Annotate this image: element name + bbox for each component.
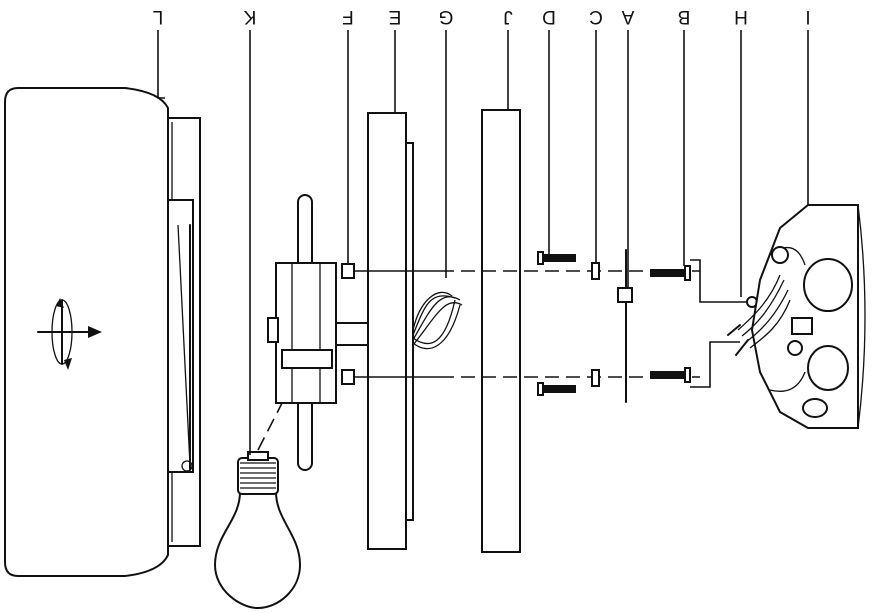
callout-C: C: [589, 6, 603, 27]
mounting-screw-top: [537, 251, 576, 265]
callout-K: K: [243, 6, 256, 27]
callout-H: H: [734, 6, 748, 27]
junction-box: [750, 204, 866, 429]
callout-L: L: [153, 6, 164, 27]
callout-I: I: [805, 6, 810, 27]
leader-lines: [157, 30, 809, 455]
callout-B: B: [678, 6, 691, 27]
light-bulb: [213, 451, 302, 610]
mounting-screw-bottom: [537, 382, 576, 396]
callout-J: J: [503, 6, 513, 27]
box-wires: [727, 274, 791, 356]
housing-cover: [4, 87, 201, 577]
callout-E: E: [389, 6, 402, 27]
crossbar-screw-top: [650, 265, 691, 281]
crossbar-screw-bottom: [650, 367, 691, 383]
mounting-nut-top: [341, 263, 355, 279]
callout-G: G: [439, 6, 454, 27]
gasket-plate: [481, 109, 521, 553]
crossbar: [617, 249, 633, 403]
callout-A: A: [621, 6, 634, 27]
lock-nut-bottom: [591, 369, 600, 387]
lamp-socket: [267, 194, 369, 471]
mounting-nut-bottom: [341, 369, 355, 385]
callout-F: F: [342, 6, 354, 27]
rotate-symbol: [37, 298, 102, 370]
ground-screw: [690, 259, 758, 388]
lock-nut-top: [591, 262, 600, 280]
backplate: [367, 112, 414, 550]
callout-D: D: [542, 6, 556, 27]
fixture-wires: [412, 291, 463, 350]
